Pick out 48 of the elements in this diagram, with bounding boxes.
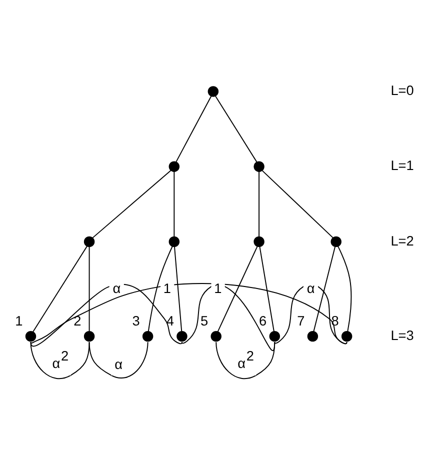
connector: [313, 246, 336, 332]
node-label: 6: [259, 312, 267, 328]
node-circle: [84, 236, 95, 247]
connector: [88, 341, 148, 378]
label: L=2: [390, 232, 414, 248]
node-circle: [208, 86, 219, 96]
node-circle: [168, 160, 180, 172]
node-circle: [176, 330, 188, 342]
connector: [214, 94, 258, 162]
connector: [30, 282, 348, 344]
connector: [216, 341, 276, 379]
connector: [217, 246, 258, 332]
node-circle: [254, 236, 264, 247]
node-label: 4: [166, 312, 174, 328]
edge-label: α: [114, 356, 123, 372]
node-circle: [84, 330, 95, 342]
edge-label: α: [112, 280, 121, 296]
node-circle: [330, 236, 342, 247]
connector: [259, 246, 274, 332]
node-label: 5: [200, 312, 208, 328]
connector: [174, 170, 175, 237]
connector: [30, 283, 182, 346]
connector: [148, 245, 173, 332]
label: L=1: [390, 158, 414, 173]
node-circle: [168, 236, 180, 247]
edge-label: 1: [163, 280, 172, 296]
edge-label: 1: [214, 280, 222, 296]
node-circle: [254, 160, 264, 172]
node-label: 1: [15, 312, 23, 328]
connector: [181, 283, 276, 351]
connector: [262, 170, 334, 238]
node-circle: [210, 330, 222, 342]
node-label: 3: [132, 312, 140, 328]
connector: [258, 170, 260, 237]
node-circle: [269, 330, 280, 342]
connector: [176, 94, 212, 162]
node-label: 7: [297, 312, 305, 328]
node-circle: [25, 330, 36, 342]
label: L=0: [390, 82, 414, 98]
connector: [88, 246, 90, 332]
node-circle: [142, 330, 154, 342]
connector: [174, 246, 182, 332]
connector: [92, 169, 172, 238]
node-circle: [307, 330, 318, 342]
connector: [338, 245, 352, 332]
label: L=3: [390, 327, 414, 342]
connector: [30, 341, 90, 379]
edge-label: α: [306, 280, 315, 296]
